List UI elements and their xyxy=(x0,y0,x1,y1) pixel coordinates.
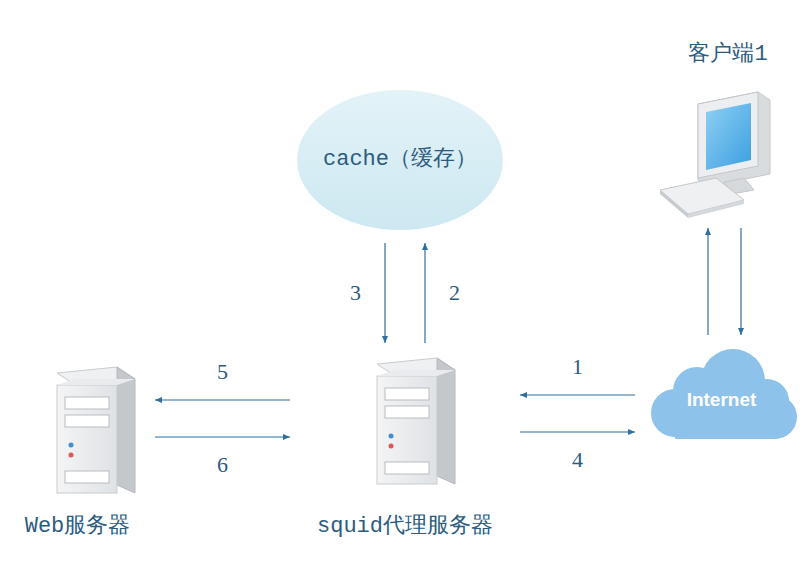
client-computer: 客户端1 xyxy=(658,42,798,218)
web-server: Web服务器 xyxy=(10,365,145,540)
proxy-server-shape xyxy=(355,356,455,486)
flow-arrow xyxy=(740,228,741,335)
flow-arrow xyxy=(384,243,385,343)
node-label: Internet xyxy=(687,389,757,412)
web-server-shape xyxy=(35,365,135,495)
internet-cloud: Internet xyxy=(645,345,798,443)
step-number: 1 xyxy=(570,356,585,378)
step-number: 4 xyxy=(570,449,585,471)
node-label: Web服务器 xyxy=(25,514,131,540)
flow-arrow xyxy=(707,228,708,335)
flow-arrow xyxy=(520,394,635,395)
client-computer-shape xyxy=(658,90,770,218)
step-number: 3 xyxy=(348,282,363,304)
flow-arrow xyxy=(155,436,290,437)
node-label: squid代理服务器 xyxy=(317,514,493,540)
node-label: 客户端1 xyxy=(688,42,767,68)
flow-arrow xyxy=(520,431,635,432)
flow-arrow xyxy=(424,243,425,343)
node-label: cache（缓存） xyxy=(323,147,477,173)
flow-arrow xyxy=(155,399,290,400)
cache-ellipse: cache（缓存） xyxy=(297,90,503,230)
step-number: 6 xyxy=(215,454,230,476)
step-number: 2 xyxy=(447,282,462,304)
proxy-server: squid代理服务器 xyxy=(300,356,510,540)
step-number: 5 xyxy=(215,361,230,383)
